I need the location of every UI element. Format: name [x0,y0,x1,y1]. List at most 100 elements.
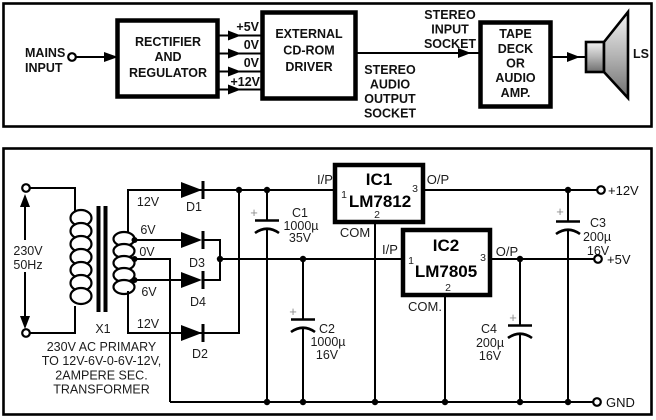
transformer-desc-2: TO 12V-6V-0-6V-12V, [42,354,162,368]
diode-d3 [181,231,205,249]
speaker-label: LS [633,47,649,61]
schematic-panel: 230V 50Hz [2,147,653,416]
tape-text-2: DECK [498,42,533,56]
output-label-12v: +12V [608,183,639,198]
diode-label-d3: D3 [189,256,205,270]
tap-label-6v-bottom: 6V [141,285,157,299]
ic1-box [332,162,426,225]
c1-voltage: 35V [289,231,312,245]
input-socket-text-3: SOCKET [424,37,476,51]
input-socket-text-1: STEREO [424,8,476,22]
output-socket-text-4: SOCKET [364,107,416,121]
transformer-desc-1: 230V AC PRIMARY [47,340,157,354]
capacitor-c2 [290,318,316,334]
primary-lead-bottom [30,306,76,334]
ac-source-indicator [20,194,30,329]
tap-label-0v: 0V [139,245,155,259]
block-diagram-panel: MAINS INPUT RECTIFIER AND REGULATOR +5V … [2,2,653,128]
rail-arrowhead-icon [228,30,241,41]
tape-text-5: AMP. [501,86,531,100]
core-bar-2 [103,206,108,312]
tap-label-12v-bottom: 12V [137,317,160,331]
diode-d1 [181,181,205,199]
tap-label-6v-top: 6V [140,223,156,237]
c3-value: 200µ [583,230,611,244]
ic1-pin1: 1 [341,189,347,201]
ic1-common-label: COM [340,225,370,240]
ic1-output-label: O/P [427,172,449,187]
tape-text-1: TAPE [499,27,531,41]
ic2-pin2: 2 [445,282,451,294]
tape-text-3: OR [506,57,525,71]
ic2-ref: IC2 [433,236,459,255]
source-freq-label: 50Hz [13,258,42,272]
capacitor-c3 [555,220,581,236]
up-arrowhead-icon [20,194,30,207]
transformer [21,183,138,338]
supply-rails [218,30,262,95]
mains-label-1: MAINS [25,46,65,60]
secondary-winding [112,230,136,296]
c4-voltage: 16V [479,349,502,363]
audio-arrowhead-icon [458,48,471,58]
rail-label-12v: +12V [230,75,260,89]
ic1-pin3: 3 [412,183,418,195]
ic2-pin1: 1 [408,255,414,267]
c4-plus-sign: + [509,310,517,325]
c3-plus-sign: + [556,204,564,219]
c1-plus-sign: + [250,205,258,220]
bottom-panel-border [2,147,653,416]
ic1-pin2: 2 [374,209,380,221]
rail-label-5v: +5V [236,20,259,34]
rectifier-text-3: REGULATOR [129,66,207,80]
output-socket-text-1: STEREO [364,63,416,77]
terminal-5v [593,254,603,264]
c3-ref: C3 [590,216,606,230]
rectifier-text-2: AND [154,50,181,64]
primary-winding [69,208,93,306]
c2-ref: C2 [319,322,335,336]
rectifier-text-1: RECTIFIER [135,35,201,49]
c4-ref: C4 [481,322,497,336]
primary-terminal-top [21,183,31,193]
primary-terminal-bottom [21,328,31,338]
rectifier-box [115,18,220,99]
diode-label-d2: D2 [192,347,208,361]
terminal-gnd [592,397,602,407]
c1-value: 1000µ [283,219,318,233]
rail-label-0v-b: 0V [244,56,260,70]
output-socket-text-2: AUDIO [370,78,411,92]
primary-lead-top [30,187,76,213]
output-socket-text-3: OUTPUT [364,92,416,106]
rail-arrowhead-icon [228,66,241,77]
mains-label-2: INPUT [25,61,63,75]
transformer-ref: X1 [95,322,110,336]
ic2-output-label: O/P [496,244,518,259]
ic1-ref: IC1 [366,170,392,189]
mains-arrowhead-icon [104,52,118,62]
ic1-part: LM7812 [349,192,411,211]
transformer-desc-3: 2AMPERE SEC. [55,369,147,383]
transformer-desc-4: TRANSFORMER [53,383,150,397]
cdrom-text-2: CD-ROM [283,44,334,58]
tape-text-4: AUDIO [495,71,536,85]
source-voltage-label: 230V [13,244,43,258]
cdrom-text-3: DRIVER [285,60,332,74]
rail-label-0v-a: 0V [244,38,260,52]
tape-deck-box [478,20,553,109]
c4-value: 200µ [476,336,504,350]
cdrom-text-1: EXTERNAL [275,27,343,41]
ic2-input-label: I/P [382,242,398,257]
output-label-gnd: GND [606,395,635,410]
tap-label-12v-top: 12V [137,195,160,209]
rail-arrowhead-icon [228,48,241,59]
rail-arrowhead-icon [228,84,241,95]
ic2-pin3: 3 [480,252,486,264]
input-socket-text-2: INPUT [431,23,469,37]
c3-voltage: 16V [587,244,610,258]
diode-d4 [181,271,205,289]
terminal-12v [596,185,606,195]
ic2-part: LM7805 [415,262,477,281]
